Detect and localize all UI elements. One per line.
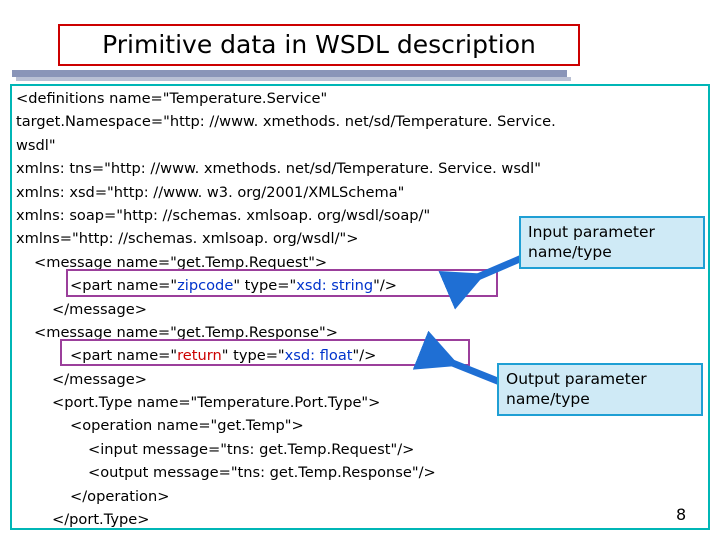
code-line: </message> [16, 298, 706, 321]
code-token: <output message="tns: get.Temp.Response"… [88, 464, 436, 482]
code-token: <input message="tns: get.Temp.Request"/> [88, 440, 415, 458]
code-line: <message name="get.Temp.Response"> [16, 321, 706, 344]
code-line: </operation> [16, 485, 706, 508]
code-box [10, 84, 710, 530]
input-part-highlight [66, 269, 498, 297]
code-line: xmlns: tns="http: //www. xmethods. net/s… [16, 157, 706, 180]
code-line: </port.Type> [16, 508, 706, 531]
code-line: xmlns: soap="http: //schemas. xmlsoap. o… [16, 204, 706, 227]
code-token: <port.Type name="Temperature.Port.Type"> [52, 394, 381, 412]
code-line: <input message="tns: get.Temp.Request"/> [16, 438, 706, 461]
code-token: zipcode [177, 277, 234, 295]
code-line: <part name="zipcode" type="xsd: string"/… [16, 274, 706, 297]
code-line: xmlns="http: //schemas. xmlsoap. org/wsd… [16, 227, 706, 250]
code-token: xsd: string [296, 277, 374, 295]
code-line: <message name="get.Temp.Request"> [16, 251, 706, 274]
code-line: <part name="return" type="xsd: float"/> [16, 344, 706, 367]
code-line: </message> [16, 368, 706, 391]
page-title: Primitive data in WSDL description [102, 30, 536, 59]
code-token: wsdl" [16, 136, 56, 154]
code-token: <operation name="get.Temp"> [70, 417, 304, 435]
code-token: <part name=" [70, 347, 178, 365]
code-line: target.Namespace="http: //www. xmethods.… [16, 110, 706, 133]
code-token: xmlns: tns="http: //www. xmethods. net/s… [16, 160, 541, 178]
title-rule [12, 70, 567, 77]
code-token: xmlns: xsd="http: //www. w3. org/2001/XM… [16, 183, 405, 201]
output-part-highlight [60, 339, 470, 366]
title-rule-shadow [16, 77, 571, 81]
code-line: xmlns: xsd="http: //www. w3. org/2001/XM… [16, 181, 706, 204]
code-token: " type=" [233, 277, 297, 295]
callout-output-parameter: Output parameter name/type [497, 363, 703, 416]
code-token: xmlns: soap="http: //schemas. xmlsoap. o… [16, 206, 431, 224]
code-line: <operation name="get.Temp"> [16, 414, 706, 437]
title-box [58, 24, 580, 66]
code-token: </message> [52, 300, 147, 318]
code-token: <message name="get.Temp.Response"> [34, 323, 338, 341]
code-line: <port.Type name="Temperature.Port.Type"> [16, 391, 706, 414]
code-line: <definitions name="Temperature.Service" [16, 87, 706, 110]
code-token: <message name="get.Temp.Request"> [34, 253, 328, 271]
code-line: wsdl" [16, 134, 706, 157]
code-token: "/> [373, 277, 398, 295]
code-token: "/> [352, 347, 377, 365]
callout-input-parameter: Input parameter name/type [519, 216, 705, 269]
code-token: " type=" [221, 347, 285, 365]
code-token: <part name=" [70, 277, 178, 295]
code-token: </operation> [70, 487, 170, 505]
code-token: </message> [52, 370, 147, 388]
code-token: <definitions name="Temperature.Service" [16, 90, 328, 107]
wsdl-code-block: <definitions name="Temperature.Service" t… [16, 87, 706, 531]
page-number: 8 [676, 505, 687, 524]
code-token: target.Namespace="http: //www. xmethods.… [16, 113, 556, 131]
code-token: </port.Type> [52, 511, 150, 529]
code-line: <output message="tns: get.Temp.Response"… [16, 461, 706, 484]
code-token: return [177, 347, 222, 365]
code-token: xsd: float [284, 347, 353, 365]
code-token: xmlns="http: //schemas. xmlsoap. org/wsd… [16, 230, 359, 248]
